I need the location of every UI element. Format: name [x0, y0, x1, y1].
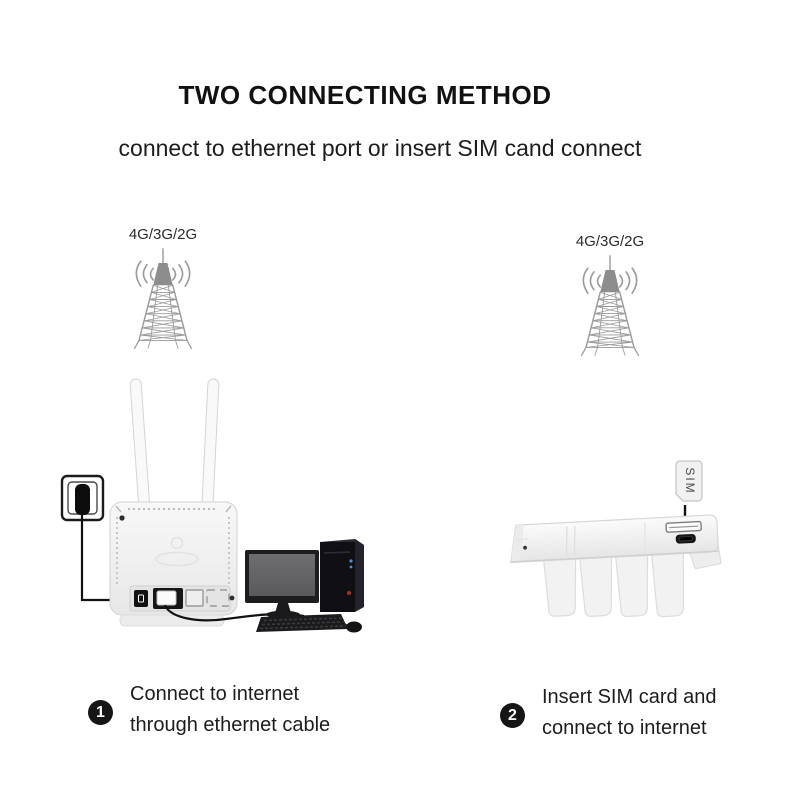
sim-card-icon: SIM: [675, 460, 703, 502]
step-1-text: Connect to internet through ethernet cab…: [130, 679, 330, 741]
page-title: TWO CONNECTING METHOD: [178, 80, 552, 110]
bottom-fins: [543, 551, 685, 618]
sim-method-tower: 4G/3G/2G: [568, 233, 652, 365]
power-led: [349, 559, 353, 563]
power-port: [134, 590, 148, 607]
step-1-line-1: Connect to internet: [130, 683, 299, 705]
monitor: [245, 550, 319, 619]
step-1-number-badge: 1: [88, 700, 113, 725]
step-1: 1 Connect to internet through ethernet c…: [88, 679, 330, 741]
step-2-line-2: connect to internet: [542, 717, 707, 739]
monitor-stand: [275, 603, 291, 613]
left-edge-shade: [510, 524, 524, 563]
pc-tower: [320, 539, 364, 612]
router-bottom-view: [510, 514, 722, 618]
wan-port-outline: [206, 589, 230, 607]
ethernet-method-tower: 4G/3G/2G: [121, 226, 205, 358]
cell-tower-icon: [133, 248, 193, 350]
router-ethernet-illustration: [60, 378, 364, 633]
step-1-line-2: through ethernet cable: [130, 714, 331, 736]
step-2-number-badge: 2: [500, 703, 525, 728]
wps-button: [119, 515, 125, 521]
usb-port: [675, 533, 696, 544]
brand-dot: [347, 591, 351, 595]
page-subtitle: connect to ethernet port or insert SIM c…: [118, 135, 642, 161]
step-2: 2 Insert SIM card and connect to interne…: [500, 682, 717, 744]
router-sim-illustration: SIM: [510, 460, 722, 618]
lan-port-outline: [185, 589, 204, 607]
step-2-line-1: Insert SIM card and: [542, 686, 717, 708]
router-back-panel: [109, 501, 238, 627]
step-2-text: Insert SIM card and connect to internet: [542, 682, 717, 744]
desktop-computer-illustration: [245, 539, 364, 633]
wall-outlet-icon: [60, 474, 105, 522]
mouse: [333, 615, 362, 633]
router-stand: [119, 614, 225, 627]
network-label: 4G/3G/2G: [575, 233, 645, 250]
power-plug-icon: [75, 484, 90, 515]
network-label: 4G/3G/2G: [128, 226, 198, 243]
reset-hole: [523, 545, 527, 550]
cell-tower-icon: [580, 255, 640, 357]
ethernet-plug: [156, 590, 177, 606]
keyboard: [256, 614, 348, 632]
reset-button: [229, 595, 235, 601]
monitor-screen: [249, 554, 315, 596]
sim-card-label: SIM: [683, 467, 697, 494]
sim-slot: [665, 520, 702, 533]
